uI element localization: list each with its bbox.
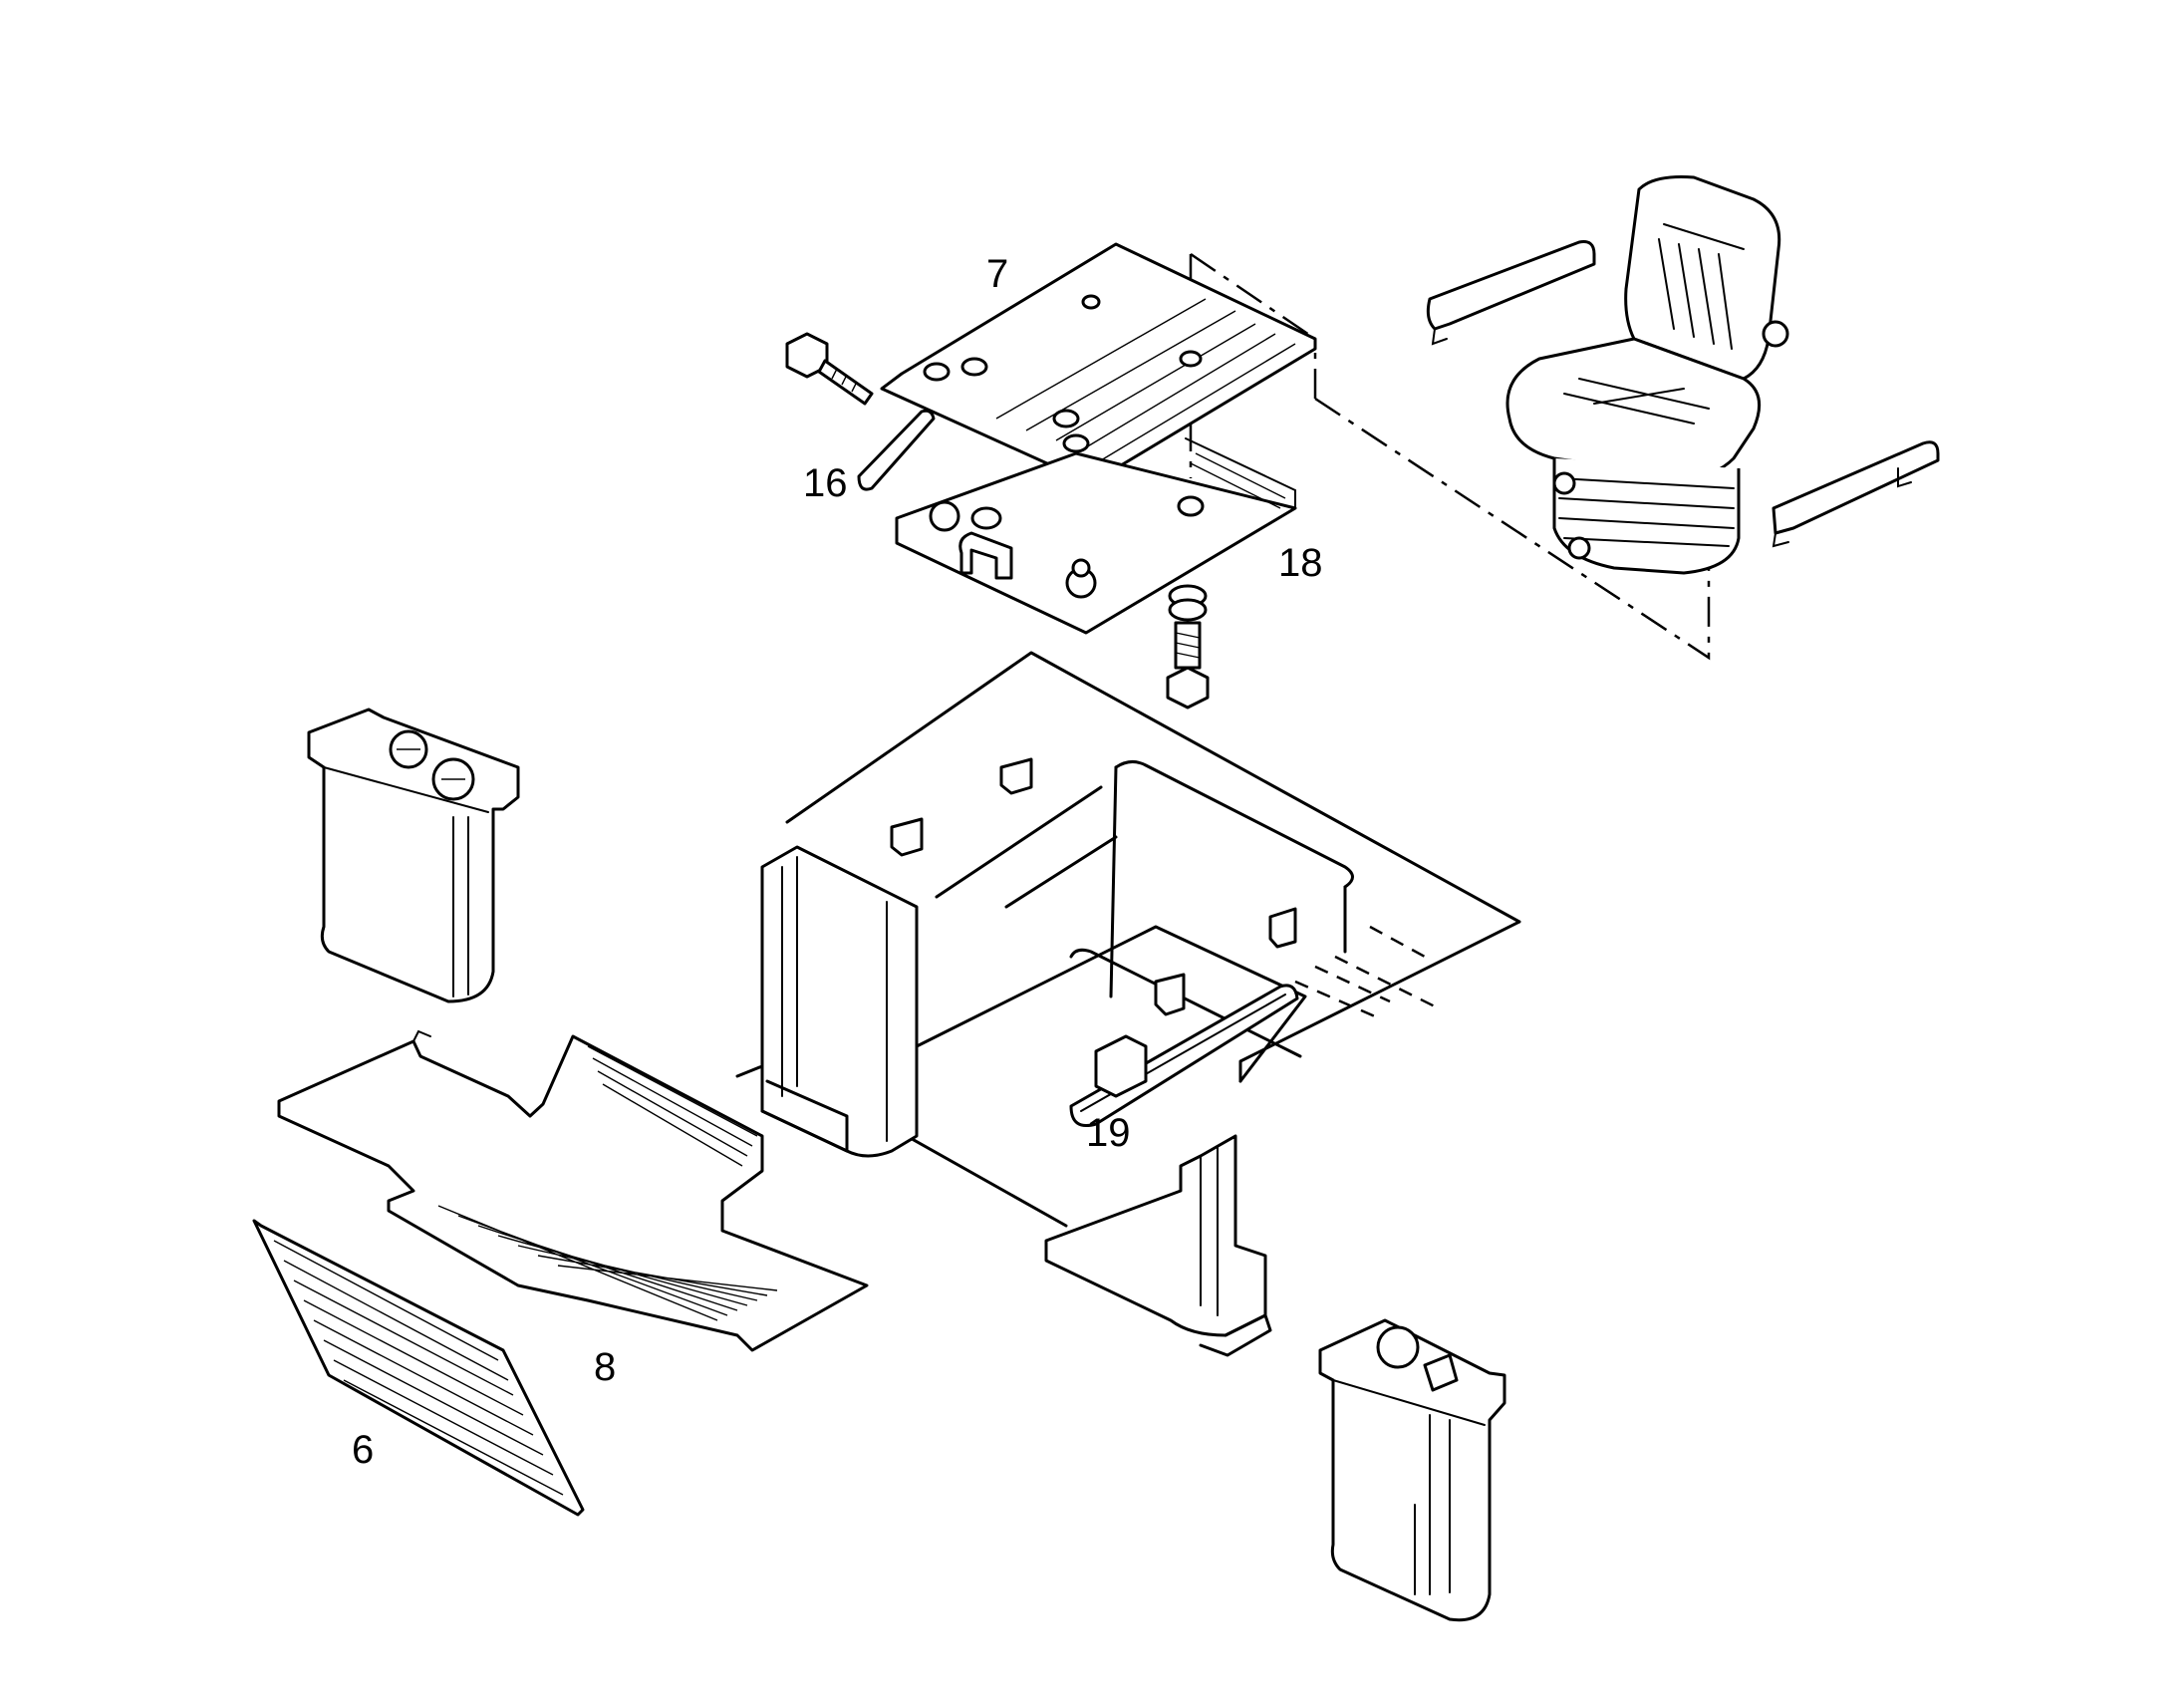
left-armrest <box>1426 240 1596 346</box>
callout-18: 18 <box>1278 541 1323 585</box>
seat-box-frame <box>735 651 1521 1357</box>
seat-top-plate <box>880 242 1317 485</box>
seat-slide-base <box>895 437 1297 635</box>
callout-7: 7 <box>986 252 1008 296</box>
callout-6: 6 <box>352 1428 374 1472</box>
floor-mat <box>277 1029 869 1352</box>
right-armrest <box>1772 440 1940 548</box>
callout-16: 16 <box>803 461 848 505</box>
bolt <box>785 332 874 406</box>
callout-8: 8 <box>594 1345 616 1389</box>
side-mat <box>252 1219 585 1517</box>
hidden-lines <box>1294 925 1436 1018</box>
seat <box>1505 175 1789 575</box>
slide-lever <box>857 409 936 491</box>
callout-19: 19 <box>1086 1111 1131 1155</box>
lower-bolt <box>1166 584 1210 710</box>
right-console <box>1318 1318 1506 1622</box>
left-console <box>307 708 520 1003</box>
cross-shaft <box>1069 984 1299 1127</box>
